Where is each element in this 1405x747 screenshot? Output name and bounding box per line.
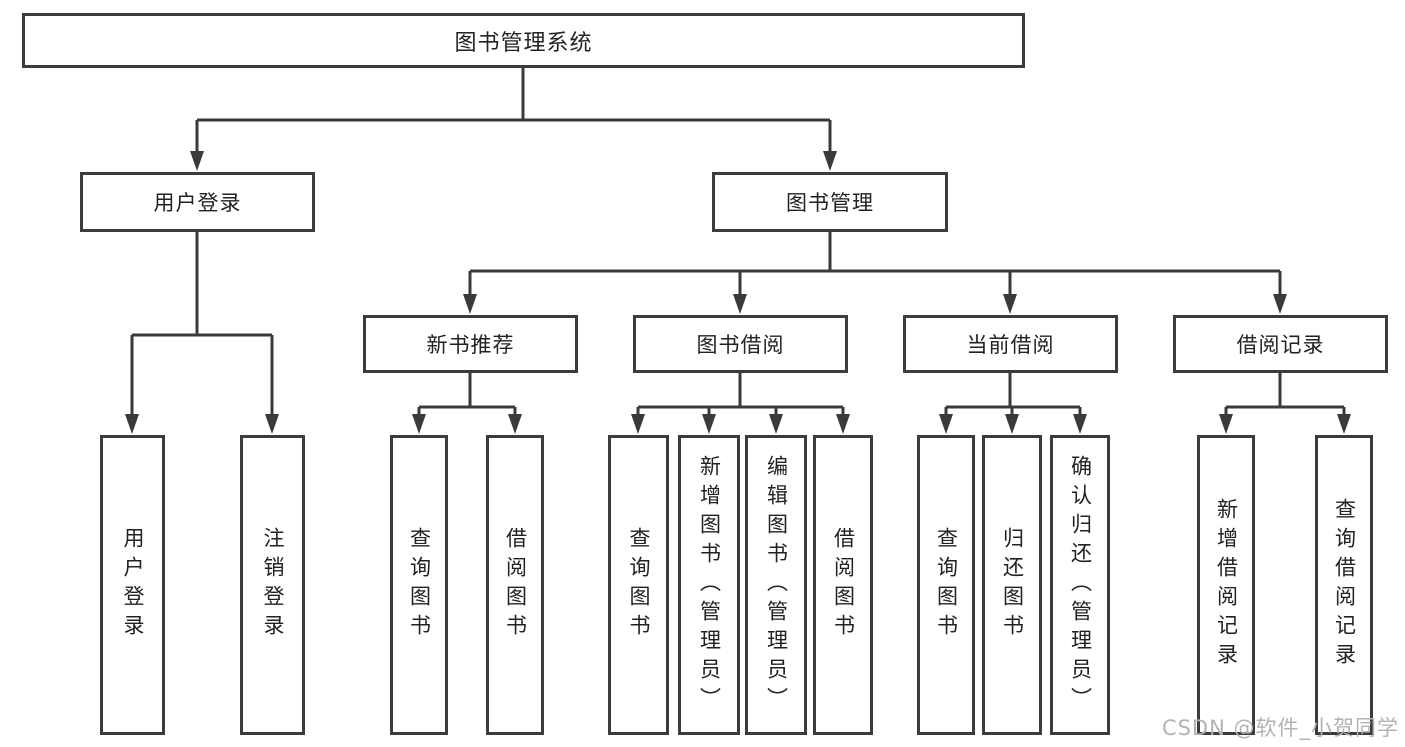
node-label: 注销登录 <box>261 527 285 643</box>
node-login: 用户登录 <box>100 435 165 735</box>
edge-user-login-children <box>125 232 279 434</box>
node-library-management-system: 图书管理系统 <box>22 13 1025 68</box>
node-borrow-books: 借阅图书 <box>813 435 873 735</box>
node-label: 图书借阅 <box>696 333 785 357</box>
node-label: 确认归还（管理员） <box>1068 454 1093 716</box>
node-add-books-admin: 新增图书（管理员） <box>678 435 740 735</box>
node-query-books-borrowing: 查询图书 <box>608 435 669 735</box>
node-label: 用户登录 <box>153 191 242 215</box>
node-label: 借阅图书 <box>503 527 528 643</box>
node-user-login: 用户登录 <box>80 172 315 232</box>
node-query-borrow-record: 查询借阅记录 <box>1315 435 1373 735</box>
node-label: 查询图书 <box>627 527 651 643</box>
node-edit-books-admin: 编辑图书（管理员） <box>745 435 807 735</box>
node-label: 借阅记录 <box>1236 333 1325 357</box>
node-return-books: 归还图书 <box>982 435 1042 735</box>
node-label: 当前借阅 <box>966 333 1055 357</box>
node-current-borrowing: 当前借阅 <box>903 315 1118 373</box>
node-borrowing-records: 借阅记录 <box>1173 315 1388 373</box>
edge-current-borrowing-children <box>939 373 1087 434</box>
node-label: 查询图书 <box>934 527 959 643</box>
edge-book-borrowing-children <box>631 373 850 434</box>
node-label: 新增借阅记录 <box>1214 498 1239 672</box>
node-add-borrow-record: 新增借阅记录 <box>1197 435 1255 735</box>
edge-book-management-children <box>463 232 1287 314</box>
node-label: 图书管理 <box>786 191 874 215</box>
node-label: 查询图书 <box>407 527 432 643</box>
node-logout: 注销登录 <box>240 435 305 735</box>
edge-new-book-recommend-children <box>412 373 522 434</box>
node-label: 用户登录 <box>121 527 145 643</box>
node-label: 查询借阅记录 <box>1332 498 1357 672</box>
edge-borrowing-records-children <box>1219 373 1351 434</box>
node-label: 新增图书（管理员） <box>697 454 722 716</box>
node-confirm-return-admin: 确认归还（管理员） <box>1050 435 1110 735</box>
node-new-book-recommend: 新书推荐 <box>363 315 578 373</box>
node-label: 编辑图书（管理员） <box>764 454 789 716</box>
node-query-books-recommend: 查询图书 <box>390 435 448 735</box>
node-label: 图书管理系统 <box>454 30 593 56</box>
csdn-watermark: CSDN @软件_小贺同学 <box>1161 716 1399 740</box>
node-query-books-current: 查询图书 <box>917 435 975 735</box>
node-book-management: 图书管理 <box>712 172 948 232</box>
node-label: 借阅图书 <box>831 527 856 643</box>
node-book-borrowing: 图书借阅 <box>633 315 848 373</box>
node-borrow-books-recommend: 借阅图书 <box>486 435 544 735</box>
node-label: 归还图书 <box>1000 527 1025 643</box>
edge-root-to-level2 <box>190 68 837 171</box>
node-label: 新书推荐 <box>426 333 515 357</box>
